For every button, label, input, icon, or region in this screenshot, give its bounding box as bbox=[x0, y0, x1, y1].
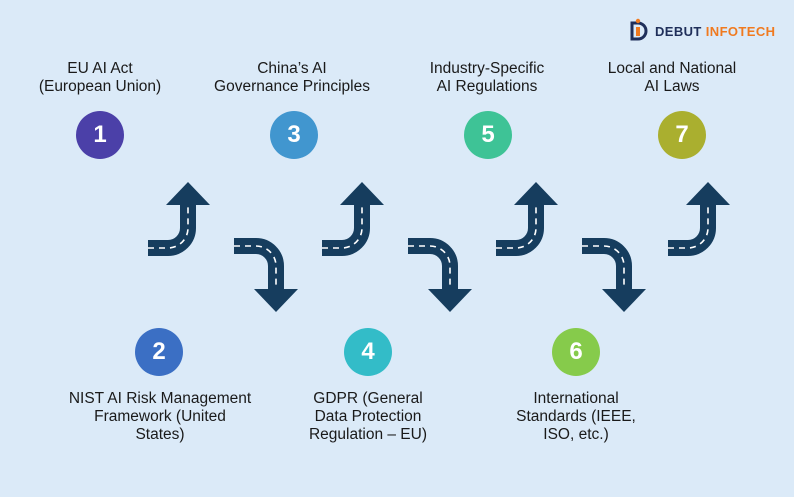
item-2-number-badge: 2 bbox=[135, 328, 183, 376]
item-7-number-badge: 7 bbox=[658, 111, 706, 159]
item-4-number-badge: 4 bbox=[344, 328, 392, 376]
brand-name-part1: DEBUT bbox=[655, 23, 702, 39]
item-5-number-badge: 5 bbox=[464, 111, 512, 159]
item-1-number-badge: 1 bbox=[76, 111, 124, 159]
debut-logo-icon bbox=[630, 18, 648, 41]
down-arrow-1 bbox=[234, 246, 298, 312]
up-arrow-2 bbox=[322, 182, 384, 248]
item-3-number-badge: 3 bbox=[270, 111, 318, 159]
up-arrow-4 bbox=[668, 182, 730, 248]
item-1-label: EU AI Act(European Union) bbox=[38, 60, 162, 95]
item-6-number-badge: 6 bbox=[552, 328, 600, 376]
brand-name-part2: INFOTECH bbox=[705, 23, 776, 39]
up-arrow-1 bbox=[148, 182, 210, 248]
up-arrow-3 bbox=[496, 182, 558, 248]
down-arrow-3 bbox=[582, 246, 646, 312]
down-arrow-2 bbox=[408, 246, 472, 312]
